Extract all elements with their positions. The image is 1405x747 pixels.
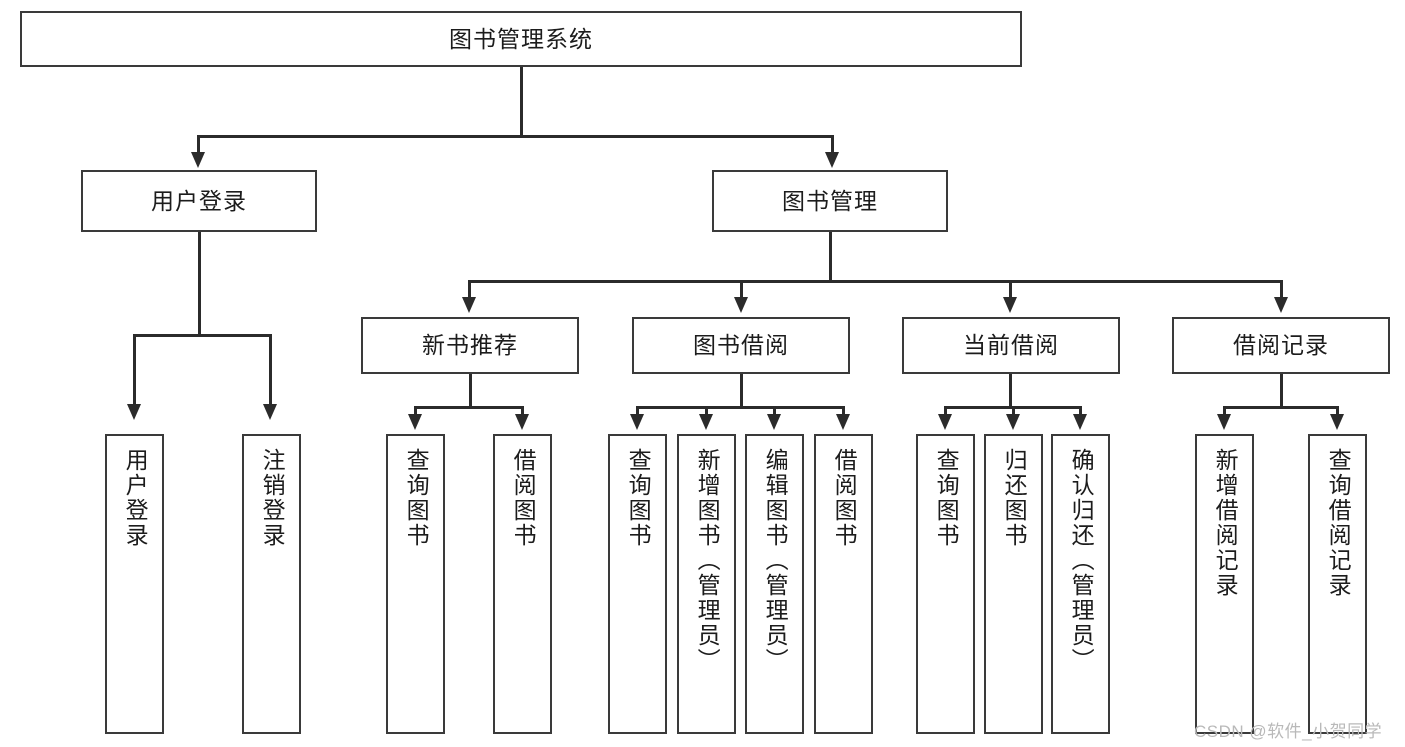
arrowhead-leaf-borrow-book-1 (515, 414, 529, 430)
node-label: 用户登录 (122, 448, 149, 548)
connector-br-branch-1 (1223, 406, 1226, 418)
node-leaf-borrow-book-1[interactable]: 借阅图书 (493, 434, 552, 734)
connector-root-stem (520, 67, 523, 136)
node-label: 借阅图书 (510, 448, 537, 548)
arrowhead-leaf-logout-login (263, 404, 277, 420)
node-leaf-return-book[interactable]: 归还图书 (984, 434, 1043, 734)
connector-bb-stem (740, 374, 743, 407)
connector-bb-branch-2 (705, 406, 708, 418)
arrowhead-leaf-add-record (1217, 414, 1231, 430)
connector-br-bus (1223, 406, 1339, 409)
node-user-login[interactable]: 用户登录 (81, 170, 317, 232)
connector-cb-branch-1 (944, 406, 947, 418)
node-leaf-confirm-return[interactable]: 确认归还（管理员） (1051, 434, 1110, 734)
connector-bm-branch-2 (740, 280, 743, 300)
connector-user-login-bus (133, 334, 271, 337)
arrowhead-leaf-query-book-3 (938, 414, 952, 430)
node-label: 查询借阅记录 (1325, 448, 1352, 598)
arrowhead-leaf-borrow-book-2 (836, 414, 850, 430)
connector-root-bus (197, 135, 833, 138)
node-book-borrow[interactable]: 图书借阅 (632, 317, 850, 374)
connector-user-login-branch-2 (269, 334, 272, 406)
connector-bb-branch-3 (773, 406, 776, 418)
node-label: 新增借阅记录 (1212, 448, 1239, 598)
connector-cb-stem (1009, 374, 1012, 407)
arrowhead-leaf-query-book-1 (408, 414, 422, 430)
node-label: 借阅图书 (831, 448, 858, 548)
node-label: 图书借阅 (693, 332, 789, 359)
node-label: 当前借阅 (963, 332, 1059, 359)
node-label: 归还图书 (1001, 448, 1028, 548)
connector-user-login-branch-1 (133, 334, 136, 406)
arrowhead-leaf-confirm-return (1073, 414, 1087, 430)
arrowhead-user-login (191, 152, 205, 168)
arrowhead-book-management (825, 152, 839, 168)
connector-bb-bus (636, 406, 844, 409)
node-leaf-add-record[interactable]: 新增借阅记录 (1195, 434, 1254, 734)
node-borrow-record[interactable]: 借阅记录 (1172, 317, 1390, 374)
connector-user-login-stem (198, 232, 201, 335)
connector-br-stem (1280, 374, 1283, 407)
node-label: 用户登录 (151, 187, 247, 214)
node-label: 注销登录 (259, 448, 286, 548)
arrowhead-new-book-recommend (462, 297, 476, 313)
node-label: 查询图书 (403, 448, 430, 548)
node-label: 图书管理系统 (449, 25, 593, 52)
connector-bm-branch-1 (468, 280, 471, 300)
node-new-book-recommend[interactable]: 新书推荐 (361, 317, 579, 374)
arrowhead-leaf-query-record (1330, 414, 1344, 430)
arrowhead-book-borrow (734, 297, 748, 313)
node-label: 新书推荐 (422, 332, 518, 359)
connector-book-management-bus (468, 280, 1280, 283)
node-leaf-user-login[interactable]: 用户登录 (105, 434, 164, 734)
connector-nbr-branch-2 (521, 406, 524, 418)
connector-book-management-stem (829, 232, 832, 281)
node-book-management-system[interactable]: 图书管理系统 (20, 11, 1022, 67)
connector-bm-branch-3 (1009, 280, 1012, 300)
arrowhead-leaf-return-book (1006, 414, 1020, 430)
node-label: 借阅记录 (1233, 332, 1329, 359)
arrowhead-leaf-user-login (127, 404, 141, 420)
node-leaf-query-book-3[interactable]: 查询图书 (916, 434, 975, 734)
node-label: 查询图书 (933, 448, 960, 548)
connector-cb-branch-2 (1012, 406, 1015, 418)
node-current-borrow[interactable]: 当前借阅 (902, 317, 1120, 374)
connector-nbr-stem (469, 374, 472, 407)
arrowhead-current-borrow (1003, 297, 1017, 313)
node-leaf-edit-book[interactable]: 编辑图书（管理员） (745, 434, 804, 734)
node-label: 新增图书（管理员） (694, 448, 721, 673)
node-label: 编辑图书（管理员） (762, 448, 789, 673)
connector-cb-branch-3 (1079, 406, 1082, 418)
node-leaf-logout-login[interactable]: 注销登录 (242, 434, 301, 734)
arrowhead-leaf-edit-book (767, 414, 781, 430)
connector-root-to-book-management (831, 135, 834, 155)
node-label: 图书管理 (782, 187, 878, 214)
connector-root-to-user-login (197, 135, 200, 155)
arrowhead-leaf-query-book-2 (630, 414, 644, 430)
arrowhead-leaf-add-book (699, 414, 713, 430)
node-leaf-query-book-2[interactable]: 查询图书 (608, 434, 667, 734)
connector-bb-branch-4 (842, 406, 845, 418)
connector-bm-branch-4 (1280, 280, 1283, 300)
connector-bb-branch-1 (636, 406, 639, 418)
connector-nbr-branch-1 (414, 406, 417, 418)
node-leaf-borrow-book-2[interactable]: 借阅图书 (814, 434, 873, 734)
node-leaf-add-book[interactable]: 新增图书（管理员） (677, 434, 736, 734)
node-leaf-query-book-1[interactable]: 查询图书 (386, 434, 445, 734)
node-leaf-query-record[interactable]: 查询借阅记录 (1308, 434, 1367, 734)
connector-nbr-bus (414, 406, 524, 409)
arrowhead-borrow-record (1274, 297, 1288, 313)
node-label: 查询图书 (625, 448, 652, 548)
node-book-management[interactable]: 图书管理 (712, 170, 948, 232)
node-label: 确认归还（管理员） (1068, 448, 1095, 673)
connector-br-branch-2 (1336, 406, 1339, 418)
